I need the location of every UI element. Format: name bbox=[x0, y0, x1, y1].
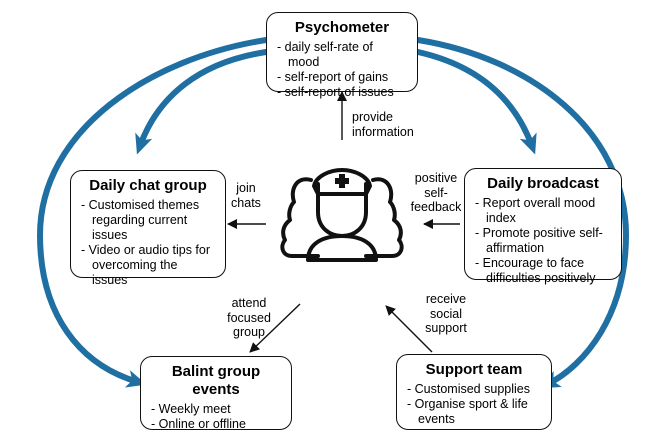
daily-chat-group-item: Customised themes regarding current issu… bbox=[81, 198, 215, 243]
edge-label-provide-information: provide information bbox=[352, 110, 414, 139]
support-team-box: Support team Customised supplies Organis… bbox=[396, 354, 552, 430]
daily-broadcast-item: Promote positive self-affirmation bbox=[475, 226, 611, 256]
balint-group-events-item: Weekly meet bbox=[151, 402, 281, 417]
curve-arrow-psychometer-to-broadcast bbox=[415, 49, 537, 155]
edge-label-receive-social-support: receive social support bbox=[425, 292, 467, 335]
edge-label-join-chats: join chats bbox=[231, 181, 261, 210]
psychometer-box: Psychometer daily self-rate of mood self… bbox=[266, 12, 418, 99]
support-team-title: Support team bbox=[425, 361, 523, 378]
medical-cross-icon bbox=[335, 174, 349, 188]
psychometer-item: self-report of issues bbox=[277, 85, 407, 100]
daily-chat-group-box: Daily chat group Customised themes regar… bbox=[70, 170, 226, 287]
arrow-receive-social-support bbox=[385, 305, 433, 353]
curve-arrow-psychometer-to-chat bbox=[135, 49, 269, 155]
medical-staff-group-icon bbox=[280, 168, 404, 262]
balint-group-events-item: Online or offline bbox=[151, 417, 281, 432]
psychometer-title: Psychometer bbox=[294, 19, 390, 36]
psychometer-item: self-report of gains bbox=[277, 70, 407, 85]
daily-broadcast-item: Report overall mood index bbox=[475, 196, 611, 226]
psychometer-item: daily self-rate of mood bbox=[277, 40, 407, 70]
edge-label-attend-focused-group: attend focused group bbox=[227, 296, 271, 339]
edge-label-positive-self-feedback: positive self- feedback bbox=[410, 171, 462, 214]
arrow-attend-focused-group bbox=[249, 303, 301, 353]
daily-broadcast-title: Daily broadcast bbox=[487, 175, 599, 192]
daily-chat-group-item: Video or audio tips for overcoming the i… bbox=[81, 243, 215, 288]
curve-arrow-psychometer-to-balint bbox=[36, 37, 269, 388]
daily-chat-group-title: Daily chat group bbox=[89, 177, 207, 194]
balint-group-events-box: Balint group events Weekly meet Online o… bbox=[140, 356, 292, 432]
support-team-item: Organise sport & life events bbox=[407, 397, 541, 427]
daily-broadcast-box: Daily broadcast Report overall mood inde… bbox=[464, 168, 622, 285]
curve-arrow-psychometer-to-support bbox=[415, 37, 630, 389]
daily-broadcast-item: Encourage to face difficulties positivel… bbox=[475, 256, 611, 286]
balint-group-events-title: Balint group events bbox=[171, 363, 261, 398]
support-team-item: Customised supplies bbox=[407, 382, 541, 397]
